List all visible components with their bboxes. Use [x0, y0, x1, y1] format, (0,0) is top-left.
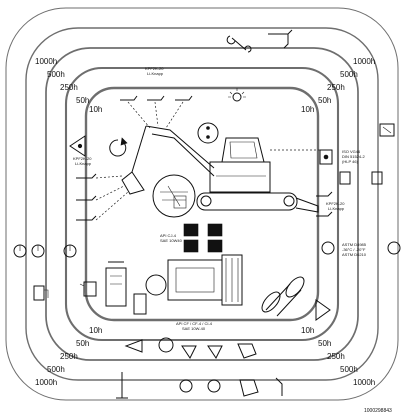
label-50h-br: 50h [318, 339, 331, 348]
label-500h-br: 500h [340, 365, 358, 374]
water-separator-icon [133, 293, 147, 315]
hydraulic-tank-icon [319, 149, 333, 165]
fuel-filter-icon [105, 261, 127, 307]
warning-triangle-right-icon [315, 299, 331, 321]
spec-right-line1: KPF2K-20 [326, 201, 345, 206]
monitor-icon [379, 123, 395, 137]
spec-coolant-1: ASTM D4985 [342, 242, 367, 247]
grease-nipple-3 [175, 95, 193, 101]
ring-250h [45, 47, 359, 361]
interval-labels-bottom-right: 10h 50h 250h 500h 1000h [301, 326, 375, 387]
grease-nipple-2 [147, 95, 165, 101]
label-250h-tl: 250h [60, 83, 78, 92]
engine-illustration [145, 254, 243, 306]
work-light-icon [228, 88, 246, 102]
grease-gun-icon [268, 29, 293, 49]
spec-right-upper-2: DIN 51524-2 [342, 154, 365, 159]
label-50h-tl: 50h [76, 96, 89, 105]
swing-bearing-detail [152, 174, 196, 218]
fuel-pump-icon [33, 285, 49, 301]
label-10h-br: 10h [301, 326, 314, 335]
label-500h-tl: 500h [47, 70, 65, 79]
spec-right-upper-3: (HLP 46) [342, 159, 359, 164]
coolant-gauges-left [13, 244, 77, 258]
spec-top-center-line1: KPF2K-20 [145, 66, 164, 71]
ring-1000h [5, 7, 399, 401]
oil-can-icon [79, 281, 97, 297]
ring-500h [25, 27, 379, 381]
label-250h-tr: 250h [327, 83, 345, 92]
interval-labels-bottom-left: 10h 50h 250h 500h 1000h [35, 326, 102, 387]
spec-hydraulic-2: SAE 10W40 [160, 238, 183, 243]
grease-points-top: KPF2K-20 Li-Knapp [120, 66, 193, 101]
figure-code: 1000298843 [364, 408, 392, 414]
spec-engine-2: SAE 10W-40 [182, 326, 206, 331]
grease-points-right: KPF2K-20 Li-Knapp [316, 191, 345, 217]
spec-top-center-line2: Li-Knapp [147, 71, 164, 76]
interval-labels-top-right: 1000h 500h 250h 50h 10h [301, 57, 375, 114]
warning-triangle-icon [69, 135, 86, 157]
label-1000h-br: 1000h [353, 378, 375, 387]
label-500h-bl: 500h [47, 365, 65, 374]
spec-left-line1: KPF2K-20 [73, 156, 92, 161]
rotation-arrow-icon [109, 137, 128, 157]
spec-right-line2: Li-Knapp [328, 206, 345, 211]
interval-labels-top-left: 1000h 500h 250h 50h 10h [35, 57, 102, 114]
detail-circle-icon [197, 122, 219, 144]
bottom-row-items: API CF / CF-4 / CI-4 SAE 10W-40 [116, 321, 259, 399]
spec-hydraulic-1: API CJ-4 [160, 233, 177, 238]
label-250h-br: 250h [327, 352, 345, 361]
label-10h-tr: 10h [301, 105, 314, 114]
label-1000h-bl: 1000h [35, 378, 57, 387]
label-250h-bl: 250h [60, 352, 78, 361]
spec-coolant-3: ASTM D6210 [342, 252, 367, 257]
spec-engine-1: API CF / CF-4 / CI-4 [176, 321, 213, 326]
label-10h-tl: 10h [89, 105, 102, 114]
excavator-illustration [121, 101, 319, 213]
label-1000h-tl: 1000h [35, 57, 57, 66]
air-filter-icon [261, 276, 305, 317]
interval-rings [5, 7, 399, 401]
coolant-gauges-right: ASTM D4985 -36°C / -20°F ASTM D6210 [321, 241, 401, 257]
label-50h-tr: 50h [318, 96, 331, 105]
label-10h-bl: 10h [89, 326, 102, 335]
ring-10h [84, 86, 320, 322]
label-1000h-tr: 1000h [353, 57, 375, 66]
right-upper-items: ISO VG46 DIN 51524-2 (HLP 46) [270, 123, 395, 185]
label-50h-bl: 50h [76, 339, 89, 348]
label-500h-tr: 500h [340, 70, 358, 79]
grease-points-left: KPF2K-20 Li-Knapp [73, 156, 129, 221]
spec-left-line2: Li-Knapp [75, 161, 92, 166]
ring-50h [64, 66, 340, 342]
warning-triangle-bottom-icon [124, 339, 143, 353]
oil-warning-boxes: API CJ-4 SAE 10W40 [160, 223, 223, 253]
filter-icon-1 [339, 171, 351, 185]
grease-nipple-1 [120, 95, 138, 101]
spec-coolant-2: -36°C / -20°F [342, 247, 366, 252]
grease-gun-bottom-icon [275, 377, 283, 396]
spec-right-upper-1: ISO VG46 [342, 149, 361, 154]
wrench-icon [226, 35, 252, 53]
filter-icon-2 [371, 171, 383, 185]
